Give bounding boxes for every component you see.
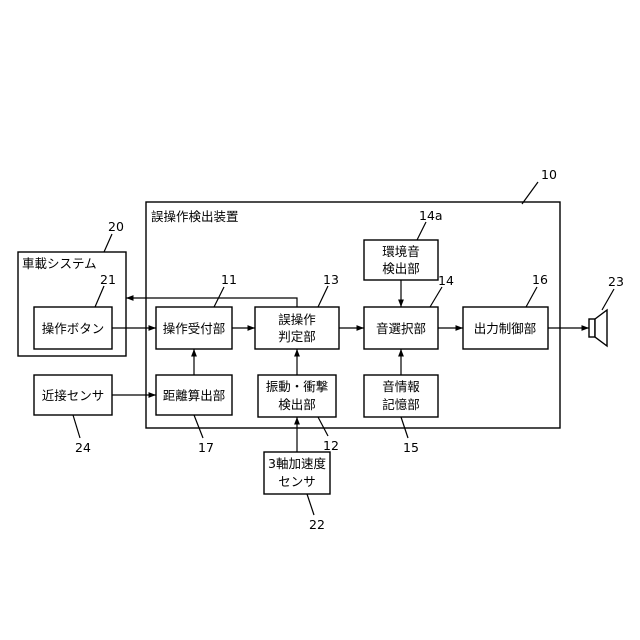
vehicle-system-title: 車載システム	[22, 256, 97, 271]
ref-11: 11	[221, 272, 237, 287]
ref-22: 22	[309, 517, 325, 532]
arrow-judge-to-vehicle-system	[126, 298, 297, 307]
operation-acceptance-label: 操作受付部	[163, 321, 226, 336]
distance-calc-label: 距離算出部	[163, 388, 226, 403]
ref-17: 17	[198, 440, 214, 455]
environment-sound-label-1: 環境音	[382, 244, 420, 259]
accel-sensor-label-2: センサ	[278, 474, 316, 489]
output-control-label: 出力制御部	[474, 321, 537, 336]
ref-leader-24	[73, 415, 80, 438]
ref-15: 15	[403, 440, 419, 455]
ref-leader-17	[194, 415, 203, 438]
ref-leader-12	[318, 417, 328, 436]
sound-selection-label: 音選択部	[376, 321, 426, 336]
ref-leader-23	[602, 289, 614, 310]
proximity-sensor-label: 近接センサ	[42, 388, 105, 403]
ref-16: 16	[532, 272, 548, 287]
ref-leader-16	[526, 287, 537, 307]
ref-leader-21	[95, 286, 104, 307]
ref-leader-14	[430, 287, 442, 307]
misoperation-judgement-label-2: 判定部	[278, 329, 316, 344]
ref-20: 20	[108, 219, 124, 234]
ref-leader-10	[522, 182, 538, 204]
ref-14: 14	[438, 273, 454, 288]
ref-10: 10	[541, 167, 557, 182]
ref-leader-14a	[417, 222, 426, 240]
ref-leader-22	[307, 494, 314, 515]
ref-23: 23	[608, 274, 624, 289]
ref-leader-11	[214, 287, 224, 307]
accel-sensor-label-1: 3軸加速度	[268, 456, 326, 471]
sound-info-label-2: 記憶部	[382, 397, 420, 412]
ref-leader-20	[104, 234, 112, 252]
ref-leader-13	[318, 286, 328, 307]
misoperation-judgement-label-1: 誤操作	[278, 312, 316, 327]
operation-button-label: 操作ボタン	[42, 321, 105, 336]
sound-info-label-1: 音情報	[382, 379, 420, 394]
ref-24: 24	[75, 440, 91, 455]
ref-12: 12	[323, 438, 339, 453]
ref-21: 21	[100, 272, 116, 287]
ref-14a: 14a	[419, 208, 443, 223]
ref-13: 13	[323, 272, 339, 287]
vibration-shock-label-1: 振動・衝撃	[266, 379, 329, 394]
device-title: 誤操作検出装置	[151, 209, 239, 224]
environment-sound-label-2: 検出部	[382, 261, 420, 276]
speaker-icon	[589, 310, 607, 346]
vibration-shock-label-2: 検出部	[278, 397, 316, 412]
